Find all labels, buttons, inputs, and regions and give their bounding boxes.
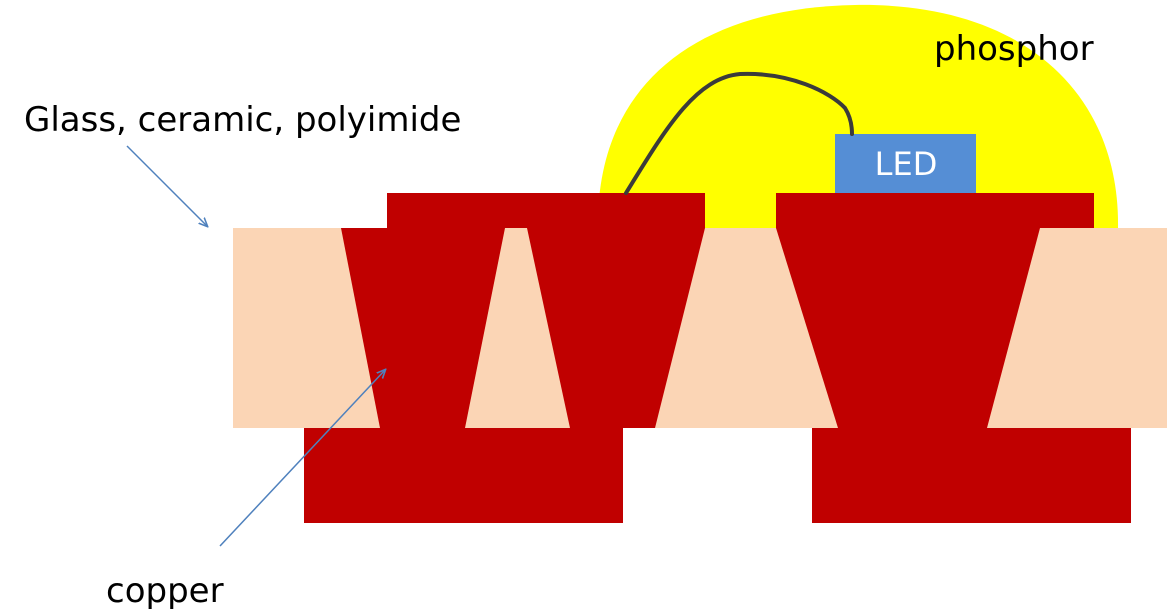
left-copper-structure — [304, 193, 705, 523]
led-label: LED — [875, 145, 938, 183]
phosphor-dome — [597, 4, 1119, 228]
left-via-b — [527, 228, 705, 428]
led-chip — [835, 134, 976, 193]
substrate-pointer-arrow — [126, 145, 207, 226]
phosphor-label: phosphor — [934, 29, 1094, 69]
substrate-label: Glass, ceramic, polyimide — [24, 100, 461, 140]
bond-wire — [624, 71, 854, 195]
left-bottom-copper-pad — [304, 428, 623, 523]
right-top-copper-pad — [776, 193, 1094, 228]
copper-pointer-arrow — [219, 370, 385, 547]
copper-label: copper — [106, 571, 224, 611]
right-copper-structure — [776, 193, 1131, 523]
left-top-copper-pad — [387, 193, 705, 228]
right-via — [776, 228, 1040, 428]
right-bottom-copper-pad — [812, 428, 1131, 523]
